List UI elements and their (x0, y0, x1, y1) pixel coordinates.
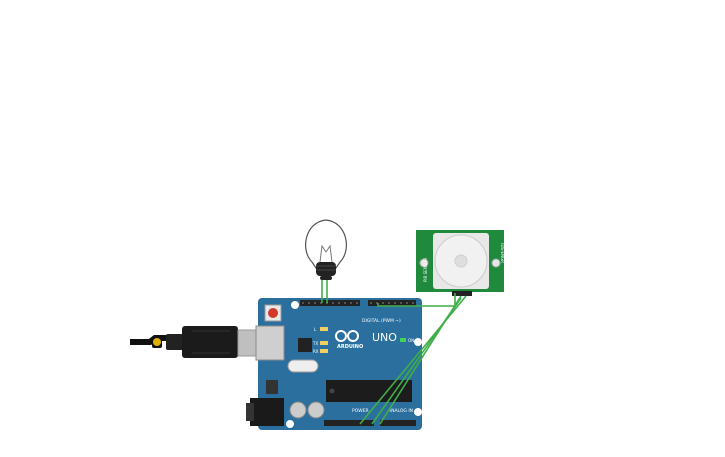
mounting-hole (286, 420, 294, 428)
mounting-hole (414, 408, 422, 416)
power-on-label: ON (408, 338, 414, 343)
analog-header[interactable] (380, 420, 416, 426)
wire-pir-extra[interactable] (371, 297, 462, 425)
led-tx-label: TX (312, 341, 318, 346)
bulb-glass (305, 219, 347, 269)
wire-pir-signal[interactable] (377, 293, 456, 307)
bulb-filament-icon (319, 244, 333, 263)
power-header[interactable] (324, 420, 374, 426)
arduino-logo-icon (335, 330, 359, 342)
usb-cable-end-icon (153, 338, 161, 346)
wire-pir-gnd[interactable] (359, 295, 467, 425)
reset-button-cap-icon (268, 308, 278, 318)
bulb-base (316, 262, 336, 276)
voltage-regulator (266, 380, 278, 394)
board-model-label: UNO (372, 331, 397, 344)
pir-right-label: TDS-ENGR (500, 241, 505, 263)
led-rx-label: RX (313, 349, 319, 354)
capacitor (289, 401, 307, 419)
pir-mounting-hole (419, 258, 429, 268)
light-bulb[interactable] (305, 219, 347, 280)
pir-mounting-hole (491, 258, 501, 268)
led-tx-indicator (320, 341, 328, 345)
led-l-label: L (314, 327, 317, 332)
analog-header-label: ANALOG IN (388, 408, 413, 414)
dc-power-jack (250, 398, 284, 426)
mounting-hole (291, 301, 299, 309)
power-header-label: POWER (352, 408, 369, 414)
crystal-oscillator (287, 359, 319, 373)
usb-plug-body (182, 326, 238, 358)
mounting-hole (414, 338, 422, 346)
atmega-microcontroller (326, 380, 412, 402)
usb-cable-grip (166, 334, 184, 350)
usb-controller-chip (298, 338, 312, 352)
pir-sensor[interactable]: PIR SENSOR TDS-ENGR (416, 230, 505, 296)
led-l-indicator (320, 327, 328, 331)
digital-header[interactable] (300, 300, 416, 306)
power-on-led (400, 338, 406, 342)
digital-header-label: DIGITAL (PWM ~) (362, 318, 401, 324)
wires[interactable] (321, 280, 467, 425)
board-brand-label: ARDUINO (337, 344, 363, 350)
led-rx-indicator (320, 349, 328, 353)
usb-b-port (255, 325, 285, 361)
capacitor (307, 401, 325, 419)
arduino-uno-board[interactable]: L TX RX UNO ARDUINO ON (246, 298, 422, 430)
pir-left-label: PIR SENSOR (423, 258, 428, 282)
pir-pin-header[interactable] (452, 291, 472, 296)
